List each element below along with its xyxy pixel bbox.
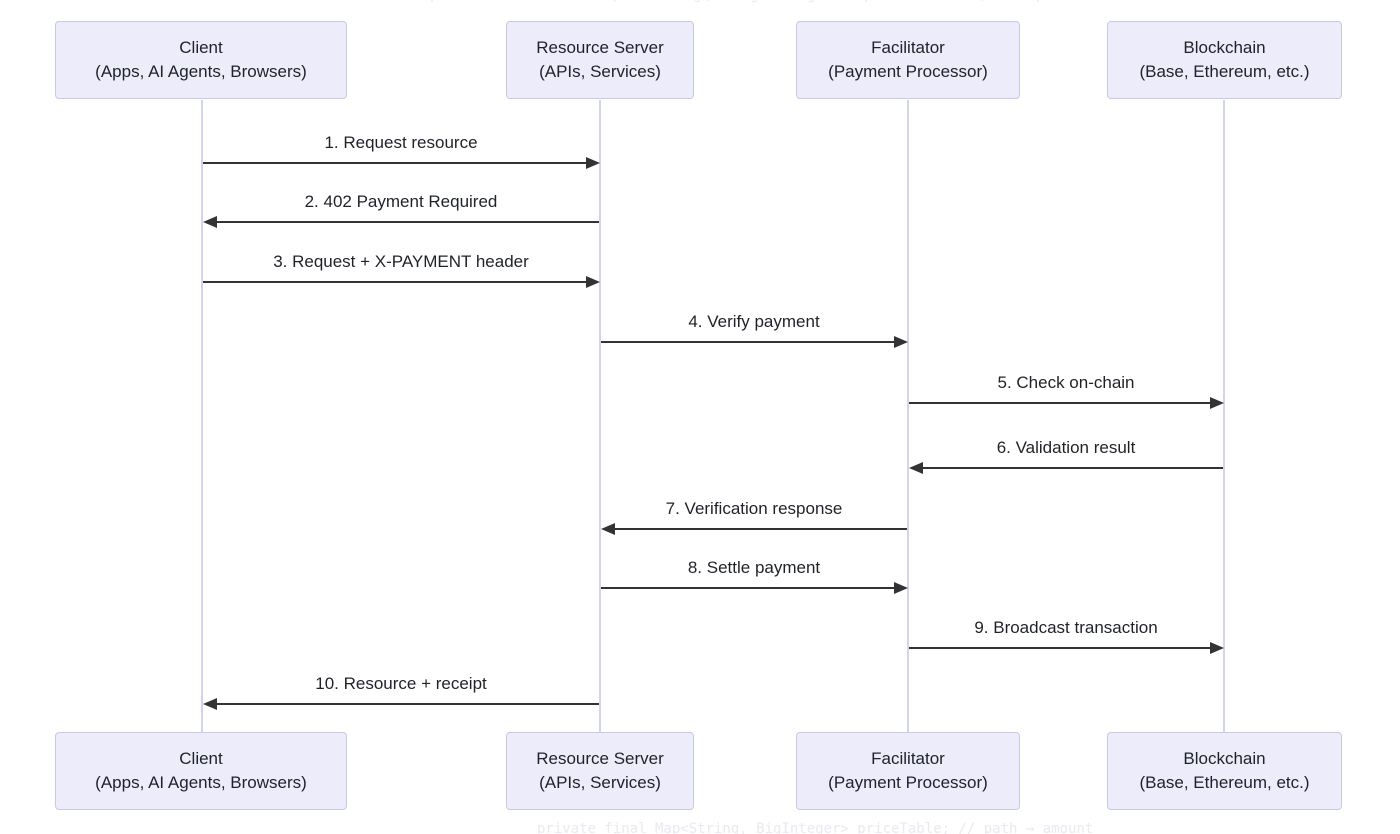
message-label: 1. Request resource — [324, 133, 478, 152]
actor-box-bottom-client: Client (Apps, AI Agents, Browsers) — [55, 732, 347, 810]
faint-top-code-fragment: private final Map<String, BigInteger> pr… — [430, 0, 1380, 4]
actor-label-line1: Blockchain — [1183, 749, 1266, 768]
actor-box-top-facilitator: Facilitator (Payment Processor) — [796, 21, 1020, 99]
message-arrow-line — [601, 341, 895, 343]
actor-label-line2: (APIs, Services) — [539, 773, 661, 792]
actor-label-line1: Facilitator — [871, 38, 945, 57]
message-arrowhead — [586, 157, 600, 169]
actor-label-line2: (Base, Ethereum, etc.) — [1139, 773, 1310, 792]
actor-label-line2: (Payment Processor) — [828, 62, 988, 81]
message-arrowhead — [894, 336, 908, 348]
message-label: 2. 402 Payment Required — [304, 192, 498, 211]
message-label: 5. Check on-chain — [997, 373, 1135, 392]
message-arrow-line — [921, 467, 1223, 469]
message-arrow-line — [203, 162, 587, 164]
lifeline-resource-server — [599, 100, 601, 732]
message-label: 6. Validation result — [996, 438, 1136, 457]
actor-label-line2: (Apps, AI Agents, Browsers) — [95, 62, 307, 81]
faint-bottom-code-text: private final Map<String, BigInteger> pr… — [537, 821, 1094, 834]
message-label: 4. Verify payment — [688, 312, 820, 331]
message-label: 10. Resource + receipt — [315, 674, 487, 693]
message-arrow-line — [215, 703, 599, 705]
actor-label-line1: Client — [179, 749, 223, 768]
actor-label-line1: Facilitator — [871, 749, 945, 768]
message-label: 3. Request + X-PAYMENT header — [273, 252, 529, 271]
actor-box-top-resource-server: Resource Server (APIs, Services) — [506, 21, 694, 99]
message-label: 7. Verification response — [665, 499, 843, 518]
actor-label-line2: (Payment Processor) — [828, 773, 988, 792]
message-arrowhead — [203, 698, 217, 710]
message-arrowhead — [203, 216, 217, 228]
actor-box-bottom-blockchain: Blockchain (Base, Ethereum, etc.) — [1107, 732, 1342, 810]
lifeline-facilitator — [907, 100, 909, 732]
actor-label-line1: Client — [179, 38, 223, 57]
message-label: 8. Settle payment — [687, 558, 821, 577]
message-arrowhead — [601, 523, 615, 535]
message-arrow-line — [203, 281, 587, 283]
message-label: 9. Broadcast transaction — [974, 618, 1158, 637]
actor-label-line1: Resource Server — [536, 749, 664, 768]
actor-box-top-client: Client (Apps, AI Agents, Browsers) — [55, 21, 347, 99]
message-arrowhead — [1210, 397, 1224, 409]
actor-label-line2: (APIs, Services) — [539, 62, 661, 81]
actor-label-line2: (Apps, AI Agents, Browsers) — [95, 773, 307, 792]
actor-box-top-blockchain: Blockchain (Base, Ethereum, etc.) — [1107, 21, 1342, 99]
message-arrow-line — [215, 221, 599, 223]
message-arrow-line — [601, 587, 895, 589]
message-arrow-line — [909, 647, 1211, 649]
actor-label-line2: (Base, Ethereum, etc.) — [1139, 62, 1310, 81]
message-arrowhead — [909, 462, 923, 474]
lifeline-client — [201, 100, 203, 732]
message-arrow-line — [909, 402, 1211, 404]
actor-box-bottom-facilitator: Facilitator (Payment Processor) — [796, 732, 1020, 810]
message-arrowhead — [586, 276, 600, 288]
actor-box-bottom-resource-server: Resource Server (APIs, Services) — [506, 732, 694, 810]
lifeline-blockchain — [1223, 100, 1225, 732]
actor-label-line1: Blockchain — [1183, 38, 1266, 57]
faint-code-text: private final Map<String, BigInteger> pr… — [430, 0, 1380, 3]
message-arrowhead — [894, 582, 908, 594]
actor-label-line1: Resource Server — [536, 38, 664, 57]
message-arrow-line — [613, 528, 907, 530]
message-arrowhead — [1210, 642, 1224, 654]
